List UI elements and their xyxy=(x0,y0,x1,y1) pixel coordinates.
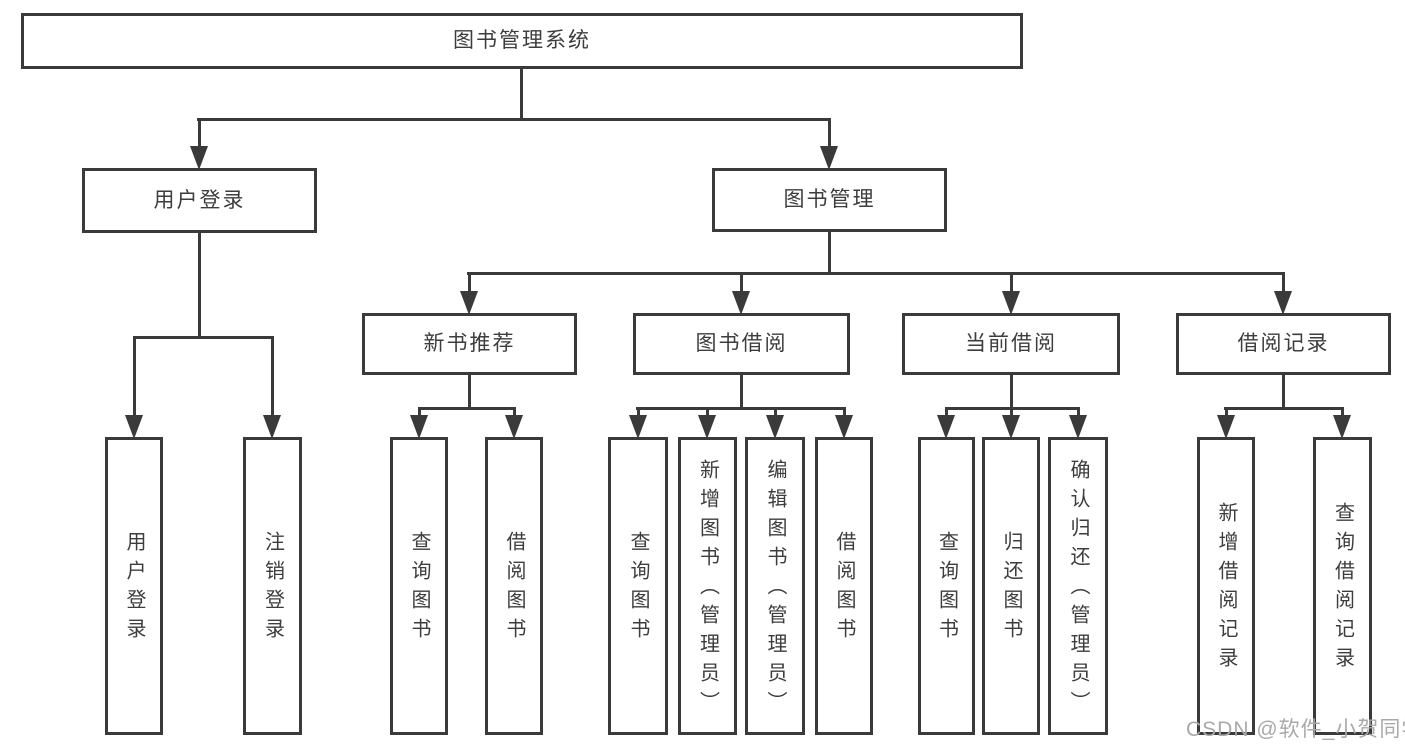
connector-drop xyxy=(1341,407,1344,417)
connector-drop-book-management xyxy=(828,118,831,146)
arrow-down-icon xyxy=(263,415,281,439)
connector-borrowing-records-stem xyxy=(1282,375,1285,410)
connector-drop xyxy=(1010,407,1013,417)
connector-borrowing-records-rail xyxy=(1224,407,1344,410)
connector-drop xyxy=(945,407,948,417)
leaf-return-books: 归还图书 xyxy=(982,437,1040,735)
arrow-down-icon xyxy=(190,146,208,170)
leaf-borrow-books-recommend: 借阅图书 xyxy=(485,437,543,735)
connector-drop-user-login xyxy=(198,118,201,146)
arrow-down-icon xyxy=(505,415,523,439)
arrow-down-icon xyxy=(460,291,478,315)
connector-current-borrowing-stem xyxy=(1010,375,1013,410)
connector-root-rail xyxy=(197,118,831,121)
leaf-edit-books-admin: 编辑图书（管理员） xyxy=(745,437,805,735)
leaf-user-login: 用户登录 xyxy=(105,437,163,735)
connector-book-management-stem xyxy=(828,232,831,275)
arrow-down-icon xyxy=(1002,291,1020,315)
leaf-logout-login: 注销登录 xyxy=(243,437,302,735)
connector-book-borrowing-rail xyxy=(636,407,846,410)
arrow-down-icon xyxy=(1274,291,1292,315)
connector-level3-rail xyxy=(467,272,1285,275)
arrow-down-icon xyxy=(125,415,143,439)
node-borrowing-records: 借阅记录 xyxy=(1176,313,1391,375)
leaf-borrow-books-borrowing: 借阅图书 xyxy=(815,437,873,735)
connector-drop xyxy=(1225,407,1228,417)
connector-drop xyxy=(706,407,709,417)
connector-user-login-stem xyxy=(198,233,201,339)
connector-book-borrowing-stem xyxy=(740,375,743,410)
connector-root-stem xyxy=(520,69,523,121)
node-book-management: 图书管理 xyxy=(712,168,947,232)
connector-drop xyxy=(1077,407,1080,417)
connector-drop xyxy=(418,407,421,417)
node-new-book-recommendation: 新书推荐 xyxy=(362,313,577,375)
connector-drop-leaf-user-login xyxy=(133,336,136,417)
arrow-down-icon xyxy=(698,415,716,439)
leaf-add-borrow-record: 新增借阅记录 xyxy=(1197,437,1255,735)
connector-drop xyxy=(774,407,777,417)
arrow-down-icon xyxy=(1333,415,1351,439)
leaf-add-books-admin: 新增图书（管理员） xyxy=(678,437,737,735)
connector-drop xyxy=(513,407,516,417)
leaf-confirm-return-admin: 确认归还（管理员） xyxy=(1048,437,1108,735)
arrow-down-icon xyxy=(1002,415,1020,439)
arrow-down-icon xyxy=(835,415,853,439)
leaf-query-books-borrowing: 查询图书 xyxy=(608,437,668,735)
leaf-query-books-recommend: 查询图书 xyxy=(390,437,448,735)
connector-drop xyxy=(637,407,640,417)
arrow-down-icon xyxy=(1069,415,1087,439)
connector-drop-borrowing-records xyxy=(1282,272,1285,293)
connector-new-book-stem xyxy=(468,375,471,410)
leaf-query-books-current: 查询图书 xyxy=(918,437,975,735)
arrow-down-icon xyxy=(766,415,784,439)
connector-drop xyxy=(843,407,846,417)
arrow-down-icon xyxy=(937,415,955,439)
node-book-management-system: 图书管理系统 xyxy=(21,13,1023,69)
node-user-login: 用户登录 xyxy=(82,168,317,233)
csdn-watermark: CSDN @软件_小贺同学 xyxy=(1186,718,1405,741)
node-book-borrowing: 图书借阅 xyxy=(633,313,850,375)
arrow-down-icon xyxy=(629,415,647,439)
connector-drop-current-borrowing xyxy=(1010,272,1013,293)
connector-drop-new-book-recommendation xyxy=(468,272,471,293)
leaf-query-borrow-record: 查询借阅记录 xyxy=(1313,437,1372,735)
connector-drop-leaf-logout xyxy=(271,336,274,417)
connector-new-book-rail xyxy=(418,407,516,410)
node-current-borrowing: 当前借阅 xyxy=(902,313,1120,375)
connector-drop-book-borrowing xyxy=(740,272,743,293)
connector-user-login-rail xyxy=(133,336,274,339)
arrow-down-icon xyxy=(820,146,838,170)
arrow-down-icon xyxy=(732,291,750,315)
arrow-down-icon xyxy=(410,415,428,439)
arrow-down-icon xyxy=(1217,415,1235,439)
